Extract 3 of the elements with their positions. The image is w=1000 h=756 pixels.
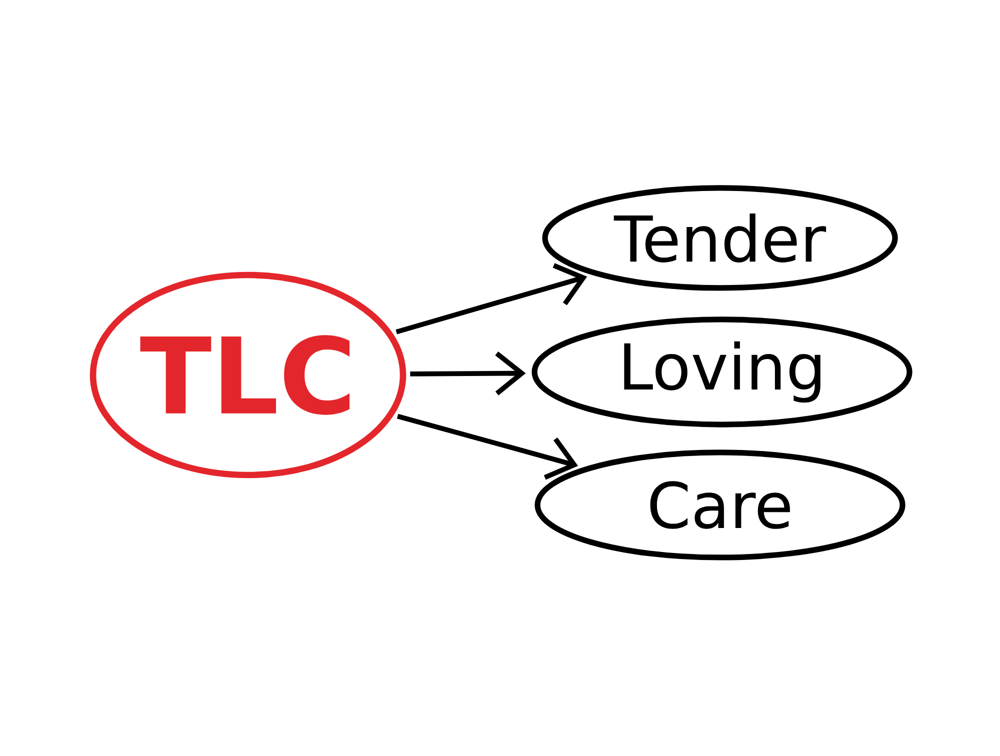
arrow: [396, 414, 578, 480]
arrow: [396, 263, 588, 334]
arrow: [410, 352, 526, 396]
